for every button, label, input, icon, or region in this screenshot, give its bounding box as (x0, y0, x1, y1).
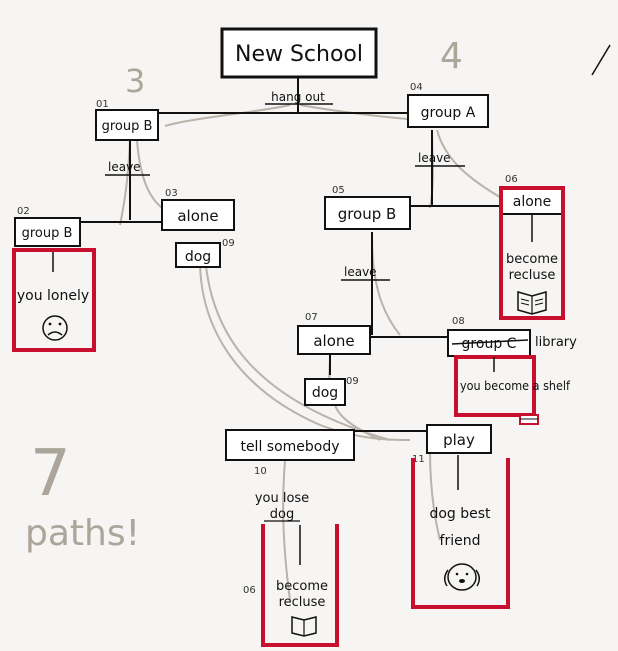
outcome-lonely: you lonely (12, 248, 96, 352)
svg-text:02: 02 (17, 206, 30, 217)
annotation-three: 3 (125, 62, 145, 100)
svg-text:leave: leave (418, 151, 451, 165)
svg-text:06: 06 (243, 585, 256, 596)
annotation-seven: 7 (30, 437, 71, 511)
node-08: 08 group C library (447, 316, 577, 357)
svg-text:tell somebody: tell somebody (240, 439, 339, 455)
outcome-shelf: you become a shelf (454, 355, 571, 425)
svg-text:group B: group B (338, 205, 397, 223)
svg-text:recluse: recluse (279, 595, 326, 610)
node-play: play 11 (412, 424, 492, 465)
svg-text:dog: dog (185, 249, 211, 265)
node-new-school: New School (220, 27, 378, 79)
svg-text:01: 01 (96, 99, 109, 110)
annotation-paths: paths! (25, 513, 140, 554)
node-02: 02 group B (14, 206, 81, 247)
svg-text:03: 03 (165, 188, 178, 199)
svg-text:10: 10 (254, 466, 267, 477)
svg-text:alone: alone (313, 332, 354, 350)
svg-text:dog: dog (312, 385, 338, 401)
edge-label-leave-right: leave (415, 151, 465, 167)
svg-text:group B: group B (22, 226, 73, 241)
corner-mark (591, 44, 611, 76)
svg-text:you lonely: you lonely (17, 288, 89, 304)
svg-text:library: library (535, 335, 577, 350)
node-03: 03 alone (161, 188, 235, 231)
annotation-four: 4 (440, 36, 463, 77)
edge-label-hangout: hang out (265, 90, 333, 105)
book-icon (291, 616, 317, 637)
svg-text:recluse: recluse (509, 268, 556, 283)
book-icon (517, 291, 547, 315)
svg-text:group A: group A (421, 105, 476, 121)
node-01: 01 group B (95, 99, 159, 141)
black-connectors (75, 77, 505, 432)
svg-text:dog best: dog best (429, 506, 491, 522)
svg-text:alone: alone (177, 207, 218, 225)
node-06: 06 alone (500, 174, 564, 215)
svg-text:alone: alone (513, 194, 552, 210)
svg-text:08: 08 (452, 316, 465, 327)
svg-text:07: 07 (305, 312, 318, 323)
svg-text:05: 05 (332, 185, 345, 196)
svg-text:group C: group C (462, 336, 517, 352)
edge-label-leave-left: leave (105, 160, 150, 176)
svg-text:leave: leave (108, 160, 141, 174)
sad-face-icon (42, 315, 68, 341)
svg-text:New School: New School (235, 42, 363, 67)
svg-text:friend: friend (440, 533, 481, 549)
svg-text:group B: group B (102, 119, 153, 134)
edge-label-leave-mid: leave (341, 265, 390, 281)
outcome-dog-best-friend: dog best friend (411, 455, 510, 609)
dog-face-icon (444, 563, 480, 591)
svg-text:04: 04 (410, 82, 423, 93)
outcome-recluse-bottom: you lose dog 06 become recluse (243, 491, 339, 647)
node-04: 04 group A (407, 82, 489, 128)
node-dog-top: dog 09 (175, 238, 235, 268)
svg-text:09: 09 (222, 238, 235, 249)
svg-text:leave: leave (344, 265, 377, 279)
svg-text:11: 11 (412, 454, 425, 465)
svg-text:hang out: hang out (271, 90, 325, 104)
outcome-recluse-top: become recluse (499, 186, 565, 320)
svg-text:become: become (506, 252, 558, 267)
svg-text:you lose: you lose (255, 491, 309, 506)
node-tell-somebody: tell somebody 10 (225, 429, 355, 477)
node-05: 05 group B (324, 185, 411, 230)
node-07: 07 alone (297, 312, 371, 355)
svg-text:09: 09 (346, 376, 359, 387)
svg-text:play: play (443, 431, 475, 449)
svg-text:06: 06 (505, 174, 518, 185)
shelf-icon (519, 414, 539, 425)
node-dog-mid: dog 09 (304, 376, 359, 406)
svg-text:become: become (276, 579, 328, 594)
svg-text:dog: dog (270, 507, 294, 522)
svg-text:you become a shelf: you become a shelf (460, 379, 571, 393)
